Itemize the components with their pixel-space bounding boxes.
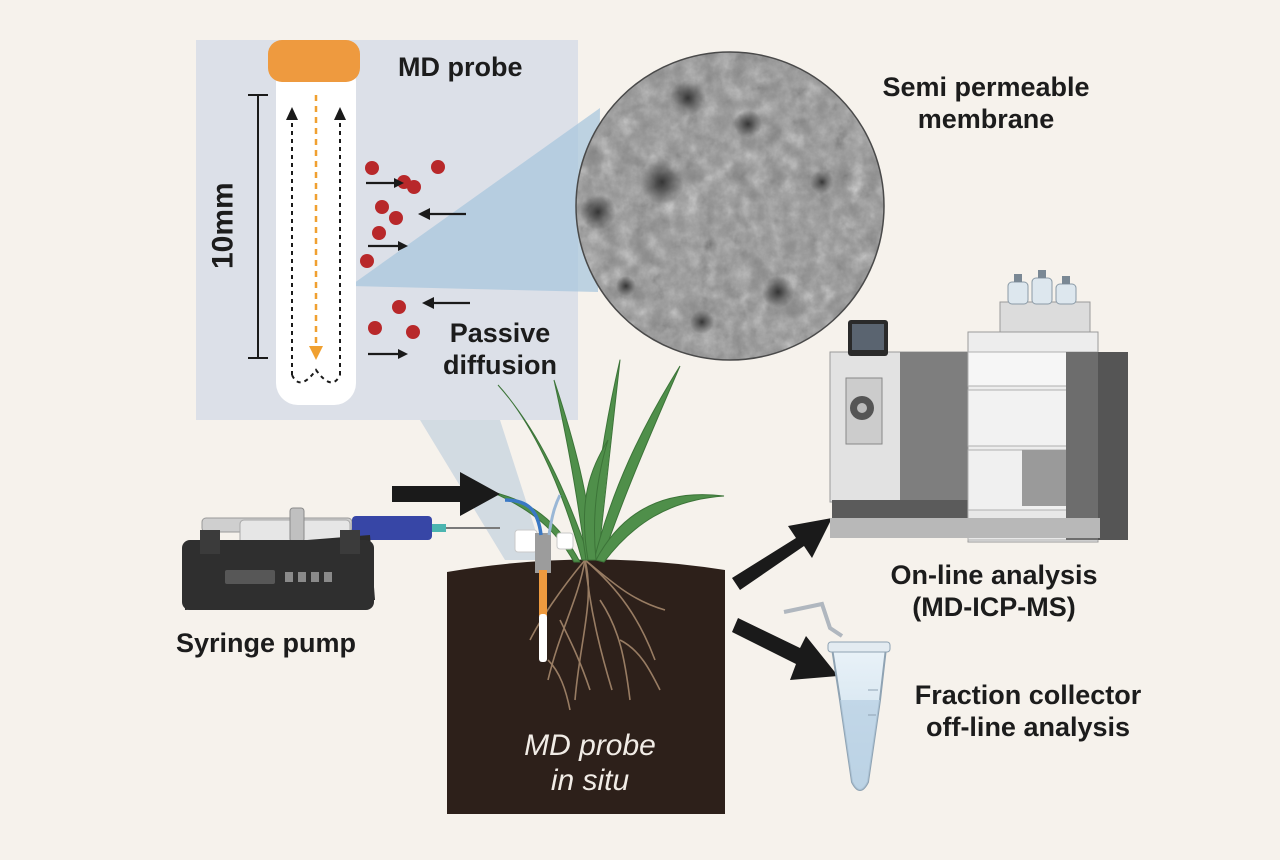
particle (372, 226, 386, 240)
label-semi-permeable-membrane: Semi permeable membrane (848, 72, 1124, 136)
fraction-tube (783, 601, 891, 791)
label-online-line1: On-line analysis (890, 560, 1098, 590)
flow-arrows (392, 472, 838, 680)
syringe-pump-illustration (182, 507, 500, 610)
label-semi-permeable-line1: Semi permeable (882, 72, 1090, 102)
diffusing-particles (360, 160, 445, 339)
md-probe-in-soil (504, 494, 574, 662)
particle (389, 211, 403, 225)
label-syringe-pump: Syringe pump (176, 628, 357, 658)
label-online-analysis: On-line analysis (MD-ICP-MS) (860, 560, 1128, 624)
label-md-probe: MD probe (398, 52, 523, 82)
particle (431, 160, 445, 174)
arrow-into-probe (392, 472, 500, 516)
plant-leaves (491, 359, 725, 563)
label-online-line2: (MD-ICP-MS) (912, 591, 1076, 622)
particle (406, 325, 420, 339)
label-md-probe-in-situ: MD probe in situ (475, 728, 705, 799)
label-passive-line2: diffusion (443, 349, 557, 380)
plant-roots (529, 559, 666, 711)
label-passive-diffusion: Passive diffusion (420, 318, 580, 382)
icp-ms-instrument (829, 270, 1128, 543)
soil-block (447, 559, 725, 814)
particle (375, 200, 389, 214)
zoom-cone (350, 108, 600, 292)
diffusion-arrows (366, 178, 470, 359)
particle (365, 161, 379, 175)
label-fraction-line1: Fraction collector (914, 680, 1142, 710)
label-passive-line1: Passive (449, 318, 551, 348)
arrow-to-fraction (732, 618, 838, 680)
scale-bar (248, 94, 268, 359)
label-fraction-collector: Fraction collector off-line analysis (888, 680, 1168, 744)
membrane-micrograph (575, 51, 885, 361)
label-scale-10mm: 10mm (206, 182, 240, 270)
particle (360, 254, 374, 268)
particle (368, 321, 382, 335)
particle (392, 300, 406, 314)
md-probe-illustration (268, 40, 360, 405)
label-fraction-line2: off-line analysis (925, 711, 1131, 742)
arrow-to-online (732, 518, 832, 590)
label-in-situ-line1: MD probe (524, 729, 656, 762)
label-semi-permeable-line2: membrane (917, 103, 1055, 134)
label-in-situ-line2: in situ (550, 764, 630, 798)
particle (407, 180, 421, 194)
